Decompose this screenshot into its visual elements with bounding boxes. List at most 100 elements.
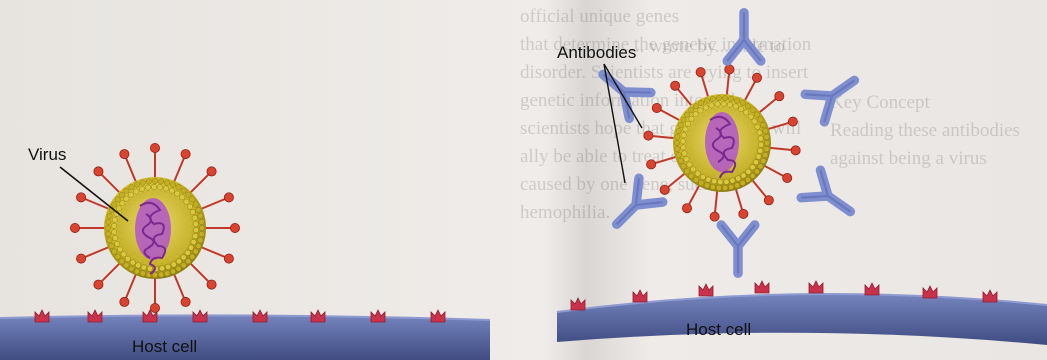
capsid-bead xyxy=(124,196,129,201)
spike-tip xyxy=(76,193,85,202)
capsid-bead xyxy=(193,202,198,207)
capsid-bead xyxy=(758,148,763,153)
capsid-bead xyxy=(181,255,186,260)
capsid-bead xyxy=(689,116,694,121)
capsid-bead xyxy=(151,184,156,189)
capsid-bead xyxy=(124,188,129,193)
capsid-bead xyxy=(745,104,750,109)
capsid-bead xyxy=(185,250,190,255)
capsid-bead xyxy=(193,221,198,226)
capsid-bead xyxy=(699,180,704,185)
capsid-bead xyxy=(698,108,703,113)
capsid-bead xyxy=(192,233,197,238)
capsid-bead xyxy=(199,225,204,230)
capsid-bead xyxy=(112,249,117,254)
spike-tip xyxy=(181,297,190,306)
svg-text:... wrote by... able to: ... wrote by... able to xyxy=(630,36,785,57)
capsid-bead xyxy=(179,195,184,200)
capsid-bead xyxy=(744,110,749,115)
spike-tip xyxy=(224,193,233,202)
capsid-bead xyxy=(764,134,769,139)
capsid-bead xyxy=(121,252,126,257)
capsid-bead xyxy=(198,213,203,218)
capsid-bead xyxy=(684,156,689,161)
capsid-bead xyxy=(704,183,709,188)
capsid-bead xyxy=(134,189,139,194)
capsid-bead xyxy=(193,227,198,232)
capsid-bead xyxy=(753,159,758,164)
capsid-bead xyxy=(734,98,739,103)
capsid-bead xyxy=(113,235,118,240)
capsid-bead xyxy=(728,184,733,189)
capsid-bead xyxy=(196,243,201,248)
spike-tip xyxy=(783,173,792,182)
capsid-bead xyxy=(186,192,191,197)
capsid-bead xyxy=(730,178,735,183)
spike-tip xyxy=(647,160,656,169)
capsid-bead xyxy=(761,158,766,163)
capsid-bead xyxy=(107,213,112,218)
capsid-bead xyxy=(158,272,163,277)
spike-tip xyxy=(652,103,661,112)
capsid-bead xyxy=(750,107,755,112)
capsid-bead xyxy=(184,199,189,204)
capsid-bead xyxy=(750,173,755,178)
capsid-bead xyxy=(169,188,174,193)
capsid-bead xyxy=(681,117,686,122)
capsid-bead xyxy=(192,215,197,220)
spike-tip xyxy=(94,280,103,289)
capsid-bead xyxy=(181,263,186,268)
svg-text:disorder. Scientists are tryin: disorder. Scientists are trying to inser… xyxy=(520,62,809,83)
capsid-bead xyxy=(684,112,689,117)
capsid-bead xyxy=(146,179,151,184)
spike-tip xyxy=(94,167,103,176)
capsid-bead xyxy=(140,180,145,185)
capsid-bead xyxy=(733,104,738,109)
capsid-bead xyxy=(721,101,726,106)
capsid-bead xyxy=(199,231,204,236)
capsid-bead xyxy=(135,263,140,268)
capsid-bead xyxy=(111,223,116,228)
capsid-bead xyxy=(715,102,720,107)
capsid-bead xyxy=(115,197,120,202)
spike-tip xyxy=(207,167,216,176)
capsid-bead xyxy=(125,256,130,261)
capsid-bead xyxy=(728,96,733,101)
capsid-bead xyxy=(704,98,709,103)
capsid-bead xyxy=(176,259,181,264)
capsid-bead xyxy=(675,146,680,151)
capsid-bead xyxy=(680,139,685,144)
capsid-bead xyxy=(134,269,139,274)
capsid-bead xyxy=(763,128,768,133)
capsid-bead xyxy=(159,266,164,271)
capsid-bead xyxy=(109,243,114,248)
capsid-bead xyxy=(682,151,687,156)
capsid-bead xyxy=(699,100,704,105)
host-cell-membrane-left xyxy=(0,315,490,360)
capsid-bead xyxy=(112,229,117,234)
capsid-bead xyxy=(710,96,715,101)
capsid-bead xyxy=(724,179,729,184)
capsid-bead xyxy=(684,169,689,174)
svg-text:Key Concept: Key Concept xyxy=(830,92,930,113)
spike-tip xyxy=(120,297,129,306)
capsid-bead xyxy=(735,176,740,181)
spike-tip xyxy=(696,68,705,77)
capsid-bead xyxy=(710,184,715,189)
capsid-bead xyxy=(689,107,694,112)
capsid-bead xyxy=(740,180,745,185)
spike-tip xyxy=(150,143,159,152)
capsid-bead xyxy=(764,140,769,145)
spike-tip xyxy=(671,81,680,90)
capsid-bead xyxy=(764,146,769,151)
capsid-bead xyxy=(700,174,705,179)
capsid-bead xyxy=(761,122,766,127)
capsid-bead xyxy=(693,104,698,109)
capsid-bead xyxy=(678,158,683,163)
capsid-bead xyxy=(741,173,746,178)
host-cell-label-left: Host cell xyxy=(132,337,197,356)
capsid-bead xyxy=(163,186,168,191)
spike-tip xyxy=(230,223,239,232)
spike-tip xyxy=(775,92,784,101)
capsid-bead xyxy=(756,154,761,159)
